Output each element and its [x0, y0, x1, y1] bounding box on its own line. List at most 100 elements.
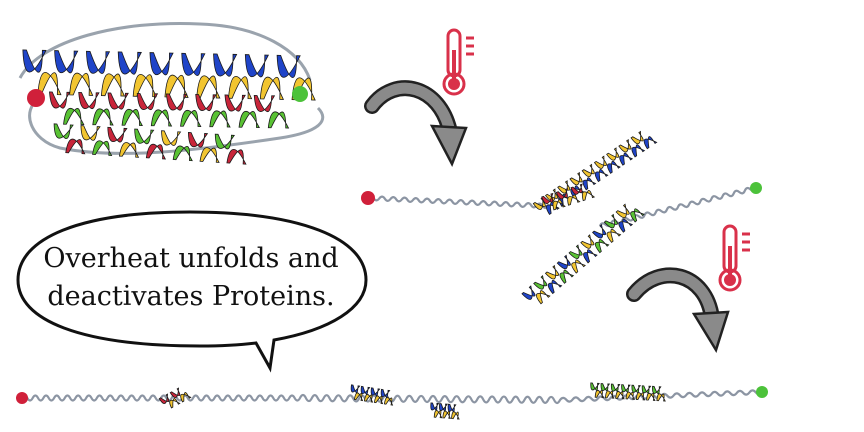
- helix-ribbon-segment: [631, 384, 641, 393]
- folded-backbone-top: [18, 22, 312, 81]
- helix-ribbon-segment: [86, 50, 111, 74]
- helix-ribbon-segment: [187, 131, 209, 148]
- helix-ribbon-segment: [238, 110, 260, 128]
- helix-ribbon-segment: [451, 411, 460, 420]
- helix-ribbon-segment: [569, 171, 583, 186]
- helix-ribbon-segment: [433, 409, 443, 419]
- helix-ribbon-segment: [373, 395, 384, 405]
- helix-ribbon-segment: [557, 180, 571, 194]
- n-terminus-red: [27, 89, 45, 107]
- curved-arrow-icon: [626, 267, 730, 353]
- helix-top: [22, 49, 316, 101]
- helix-ribbon-segment: [65, 138, 86, 155]
- helix-ribbon-segment: [594, 239, 610, 254]
- helix-ribbon-segment: [544, 188, 559, 202]
- helix-ribbon-segment: [641, 385, 652, 394]
- caption-line-2: deactivates Proteins.: [47, 281, 335, 312]
- helix-ribbon-segment: [600, 383, 611, 392]
- helix-ribbon-segment: [259, 76, 284, 100]
- thermometer-icon: [718, 224, 750, 292]
- helix-ribbon-segment: [199, 147, 220, 163]
- helix-ribbon-segment: [581, 163, 595, 178]
- helix-ribbon-segment: [363, 393, 374, 403]
- helix-ribbon-segment: [571, 259, 586, 274]
- helix-ribbon-segment: [570, 183, 583, 195]
- helix-ribbon-segment: [22, 49, 47, 73]
- helix-ribbon-segment: [630, 208, 645, 223]
- helix-diagonal-lower: [521, 203, 645, 305]
- helix-ribbon-segment: [169, 387, 181, 398]
- helix-ribbon-segment: [37, 72, 62, 96]
- helix-ribbon-segment: [592, 223, 607, 239]
- helix-ribbon-segment: [276, 54, 301, 78]
- helix-ribbon-segment: [180, 392, 192, 403]
- helix-ribbon-segment: [618, 139, 632, 153]
- helix-ribbon-segment: [195, 94, 217, 112]
- helix-fragment: [590, 382, 666, 402]
- helix-ribbon-segment: [619, 152, 634, 166]
- helix-ribbon-segment: [582, 177, 597, 191]
- helix-ribbon-segment: [118, 142, 140, 158]
- helix-ribbon-segment: [625, 391, 636, 400]
- helix-ribbon-segment: [547, 280, 563, 295]
- fully-unfolded-protein: [16, 382, 768, 420]
- helix-ribbon-segment: [145, 143, 167, 160]
- unfolded-coil-left: [367, 195, 549, 209]
- helix-ribbon-segment: [169, 398, 181, 409]
- helix-ribbon-segment: [559, 269, 575, 284]
- helix-ribbon-segment: [621, 384, 631, 393]
- helix-middle: [49, 91, 290, 129]
- helix-ribbon-segment: [149, 52, 174, 76]
- c-terminus-green: [750, 182, 762, 194]
- helix-ribbon-segment: [132, 74, 157, 98]
- helix-ribbon-segment: [593, 155, 607, 169]
- helix-ribbon-segment: [652, 385, 662, 395]
- helix-ribbon-segment: [606, 147, 620, 161]
- helix-ribbon-segment: [54, 50, 79, 74]
- helix-ribbon-segment: [442, 410, 452, 419]
- helix-ribbon-segment: [224, 94, 246, 112]
- helix-ribbon-segment: [380, 388, 391, 398]
- helix-ribbon-segment: [226, 148, 247, 165]
- helix-ribbon-segment: [291, 77, 316, 101]
- helix-ribbon-segment: [158, 393, 170, 404]
- helix-ribbon-segment: [656, 393, 666, 402]
- helix-ribbon-segment: [209, 110, 231, 128]
- helix-ribbon-segment: [552, 199, 566, 211]
- helix-fragment: [158, 387, 192, 409]
- folded-protein: [18, 22, 325, 165]
- helix-ribbon-segment: [107, 92, 129, 110]
- helix-ribbon-segment: [568, 244, 583, 259]
- helix-ribbon-segment: [228, 76, 253, 100]
- helix-ribbon-segment: [107, 126, 128, 143]
- helix-ribbon-segment: [439, 403, 448, 412]
- helix-ribbon-segment: [646, 392, 656, 401]
- helix-ribbon-segment: [196, 75, 221, 99]
- helix-ribbon-segment: [161, 130, 182, 146]
- helix-ribbon-segment: [134, 128, 155, 145]
- c-terminus-green: [756, 386, 768, 398]
- helix-ribbon-segment: [618, 218, 634, 233]
- helix-ribbon-segment: [581, 190, 596, 202]
- helix-ribbon-segment: [370, 387, 381, 397]
- helix-red-short: [541, 183, 596, 211]
- helix-ribbon-segment: [172, 145, 193, 162]
- helix-bottom: [53, 123, 247, 165]
- helix-ribbon-segment: [244, 54, 270, 78]
- helix-ribbon-segment: [447, 403, 457, 413]
- helix-ribbon-segment: [544, 264, 559, 280]
- helix-ribbon-segment: [521, 285, 536, 300]
- helix-ribbon-segment: [181, 52, 206, 76]
- caption-line-1: Overheat unfolds and: [43, 243, 339, 274]
- helix-ribbon-segment: [594, 169, 609, 183]
- speech-bubble: [16, 210, 368, 373]
- helix-ribbon-segment: [166, 93, 188, 111]
- residual-helix-fragments: [158, 382, 666, 420]
- helix-ribbon-segment: [69, 72, 94, 96]
- helix-ribbon-segment: [117, 51, 142, 75]
- helix-ribbon-segment: [590, 382, 600, 391]
- helix-ribbon-segment: [607, 160, 621, 174]
- helix-ribbon-segment: [541, 192, 554, 204]
- speech-bubble-text: Overheat unfolds and deactivates Protein…: [32, 240, 350, 316]
